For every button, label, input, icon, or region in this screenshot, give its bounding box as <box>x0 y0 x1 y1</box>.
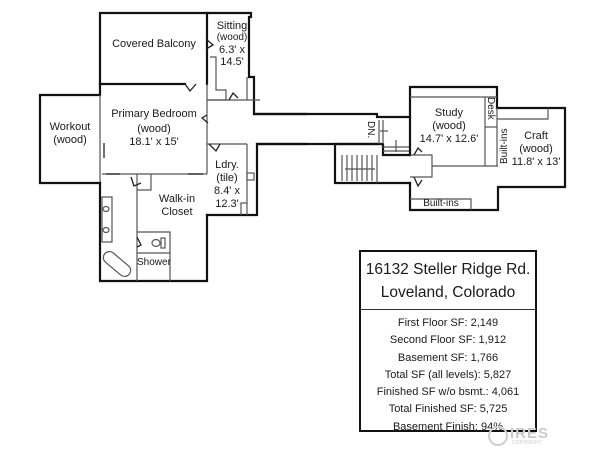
doors <box>103 38 423 248</box>
room-dims: 14.7' x 12.6' <box>419 133 479 145</box>
stat-basement: Basement SF: 1,766 <box>397 351 499 364</box>
room-floor: (tile) <box>216 172 238 184</box>
room-laundry: Ldry. (tile) 8.4' x 12.3' <box>209 159 245 211</box>
sink-icon <box>102 226 110 234</box>
watermark-text: IRES <box>510 425 550 442</box>
room-floor: (wood) <box>53 134 87 146</box>
room-name: Sitting <box>216 20 248 32</box>
room-primary-bedroom: Primary Bedroom (wood) 18.1' x 15' <box>106 108 202 149</box>
room-craft: Craft (wood) 11.8' x 13' <box>508 130 564 169</box>
room-dims: 11.8' x 13' <box>511 156 561 168</box>
room-sitting: Sitting (wood) 6.3' x 14.5' <box>214 20 250 68</box>
room-name: Ldry. <box>215 159 239 171</box>
bathtub-icon <box>102 250 132 278</box>
room-floor: (wood) <box>432 120 466 132</box>
room-workout: Workout (wood) <box>44 121 96 147</box>
stat-first-floor: First Floor SF: 2,149 <box>397 317 499 329</box>
room-name: Workout <box>49 121 91 133</box>
room-name: Craft <box>524 130 548 142</box>
room-dims: 12.3' <box>215 198 239 210</box>
square-footage-stats: First Floor SF: 2,149 Second Floor SF: 1… <box>361 310 535 436</box>
room-dims: 14.5' <box>220 56 244 68</box>
watermark: IRES COPYRIGHT <box>484 424 594 446</box>
stat-basement-finish: Basement Finish: 94% <box>392 420 504 433</box>
room-name: Covered Balcony <box>112 38 196 50</box>
staircase <box>341 120 397 181</box>
room-name: Primary Bedroom <box>111 108 197 120</box>
room-name: Closet <box>161 206 193 218</box>
room-study: Study (wood) 14.7' x 12.6' <box>414 107 484 146</box>
room-dims: 6.3' x <box>219 44 245 56</box>
built-ins-label-vertical: Built-ins <box>499 128 510 164</box>
watermark-subtext: COPYRIGHT <box>512 440 542 446</box>
room-name: Walk-in <box>158 193 196 205</box>
stat-total-finished: Total Finished SF: 5,725 <box>388 403 508 416</box>
built-ins-label: Built-ins <box>423 198 459 209</box>
stat-second-floor: Second Floor SF: 1,912 <box>389 334 507 347</box>
room-name: Shower <box>137 257 171 268</box>
room-shower: Shower <box>137 257 171 269</box>
bath-fixtures <box>102 205 166 278</box>
address-header: 16132 Steller Ridge Rd. Loveland, Colora… <box>361 252 535 310</box>
right-wing-walls <box>333 85 567 212</box>
left-wing-walls <box>38 11 412 283</box>
stairs-down-label: DN. <box>365 121 376 139</box>
stat-total-sf: Total SF (all levels): 5,827 <box>384 368 512 381</box>
address-line-2: Loveland, Colorado <box>380 284 516 301</box>
stat-finished-wo-basement: Finished SF w/o bsmt.: 4,061 <box>376 386 520 399</box>
room-dims: 18.1' x 15' <box>129 136 179 148</box>
room-name: Study <box>434 107 464 119</box>
room-floor: (wood) <box>519 143 553 155</box>
toilet-icon <box>151 238 161 248</box>
room-covered-balcony: Covered Balcony <box>110 38 198 51</box>
property-info-box: 16132 Steller Ridge Rd. Loveland, Colora… <box>359 250 537 433</box>
watermark-logo-icon <box>488 426 508 446</box>
room-floor: (wood) <box>137 123 171 135</box>
address-line-1: 16132 Steller Ridge Rd. <box>365 261 531 278</box>
room-floor: (wood) <box>216 32 248 43</box>
room-walk-in-closet: Walk-in Closet <box>152 193 202 219</box>
room-dims: 8.4' x <box>214 185 240 197</box>
sink-icon <box>102 205 110 213</box>
desk-label: Desk <box>485 97 496 120</box>
